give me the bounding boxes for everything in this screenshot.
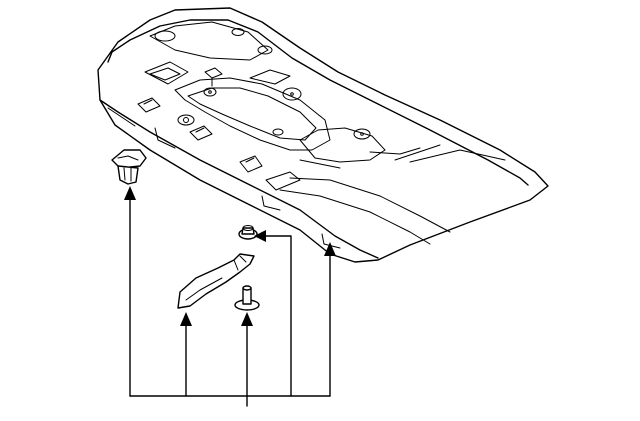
arrow-to-strap [180, 312, 192, 326]
arrow-to-screw [241, 312, 253, 326]
arrow-to-panel [324, 242, 336, 256]
leader-lines [129, 199, 331, 407]
strap [177, 253, 255, 309]
splash-shield-panel [97, 7, 549, 263]
screw [234, 285, 260, 311]
nut [238, 225, 258, 240]
arrowheads [124, 186, 336, 326]
arrow-to-nut [254, 230, 266, 242]
push-clip [111, 149, 147, 185]
arrow-to-clip [124, 186, 136, 200]
